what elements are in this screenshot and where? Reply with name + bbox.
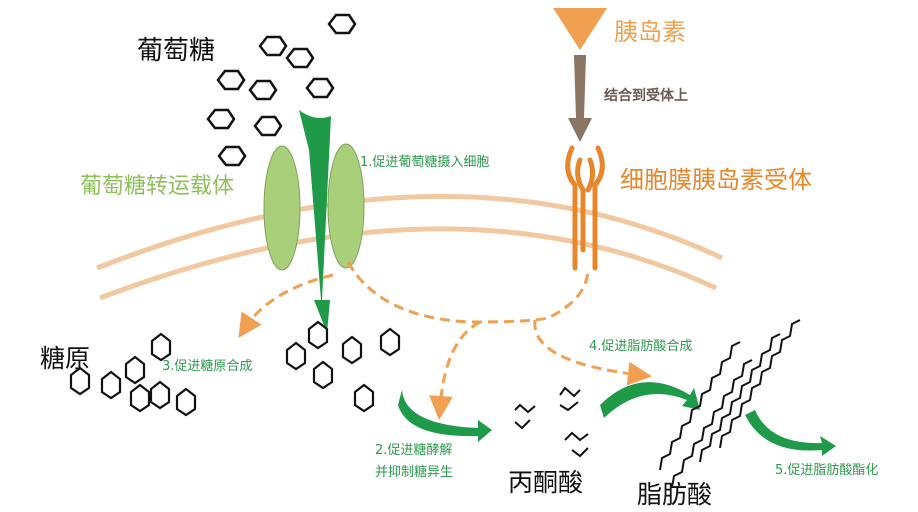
glycogen-label: 糖原 bbox=[40, 344, 91, 373]
glucose-transporter bbox=[263, 143, 365, 271]
fatty-acid-synthesis-arrow bbox=[600, 382, 700, 418]
step-2-label-line1: 2.促进糖酵解 bbox=[375, 443, 453, 458]
fatty-acid-molecules bbox=[659, 319, 801, 489]
fatty-acid-chain bbox=[699, 333, 781, 463]
fatty-acid-label: 脂肪酸 bbox=[637, 480, 713, 509]
fatty-acid-chain bbox=[671, 359, 753, 489]
step-3-label: 3.促进糖原合成 bbox=[162, 359, 253, 374]
esterification-arrow bbox=[745, 410, 836, 456]
glycolysis-arrow bbox=[398, 390, 492, 442]
binding-arrow bbox=[568, 55, 592, 142]
step-4-label: 4.促进脂肪酸合成 bbox=[589, 339, 693, 354]
transporter-label: 葡萄糖转运载体 bbox=[80, 174, 235, 199]
step-5-label: 5.促进脂肪酸酯化 bbox=[775, 463, 879, 478]
signal-pathways bbox=[238, 261, 652, 420]
fatty-acid-chain bbox=[659, 341, 741, 471]
receptor-label: 细胞膜胰岛素受体 bbox=[620, 166, 812, 194]
intracellular-glucose bbox=[285, 320, 401, 413]
pyruvate-molecules bbox=[514, 386, 589, 458]
fatty-acid-chain bbox=[719, 319, 801, 449]
binding-label: 结合到受体上 bbox=[604, 88, 688, 104]
insulin-triangle-icon bbox=[553, 8, 607, 50]
glucose-label: 葡萄糖 bbox=[137, 36, 216, 66]
cell-membrane bbox=[96, 194, 724, 301]
step-2-label-line2: 并抑制糖异生 bbox=[375, 465, 454, 480]
glucose-molecules bbox=[206, 13, 357, 167]
insulin-receptor bbox=[565, 145, 605, 271]
step-1-label: 1.促进葡萄糖摄入细胞 bbox=[360, 155, 490, 170]
pyruvate-label: 丙酮酸 bbox=[508, 468, 584, 497]
glucose-uptake-arrow bbox=[299, 110, 331, 333]
insulin-label: 胰岛素 bbox=[614, 18, 686, 46]
